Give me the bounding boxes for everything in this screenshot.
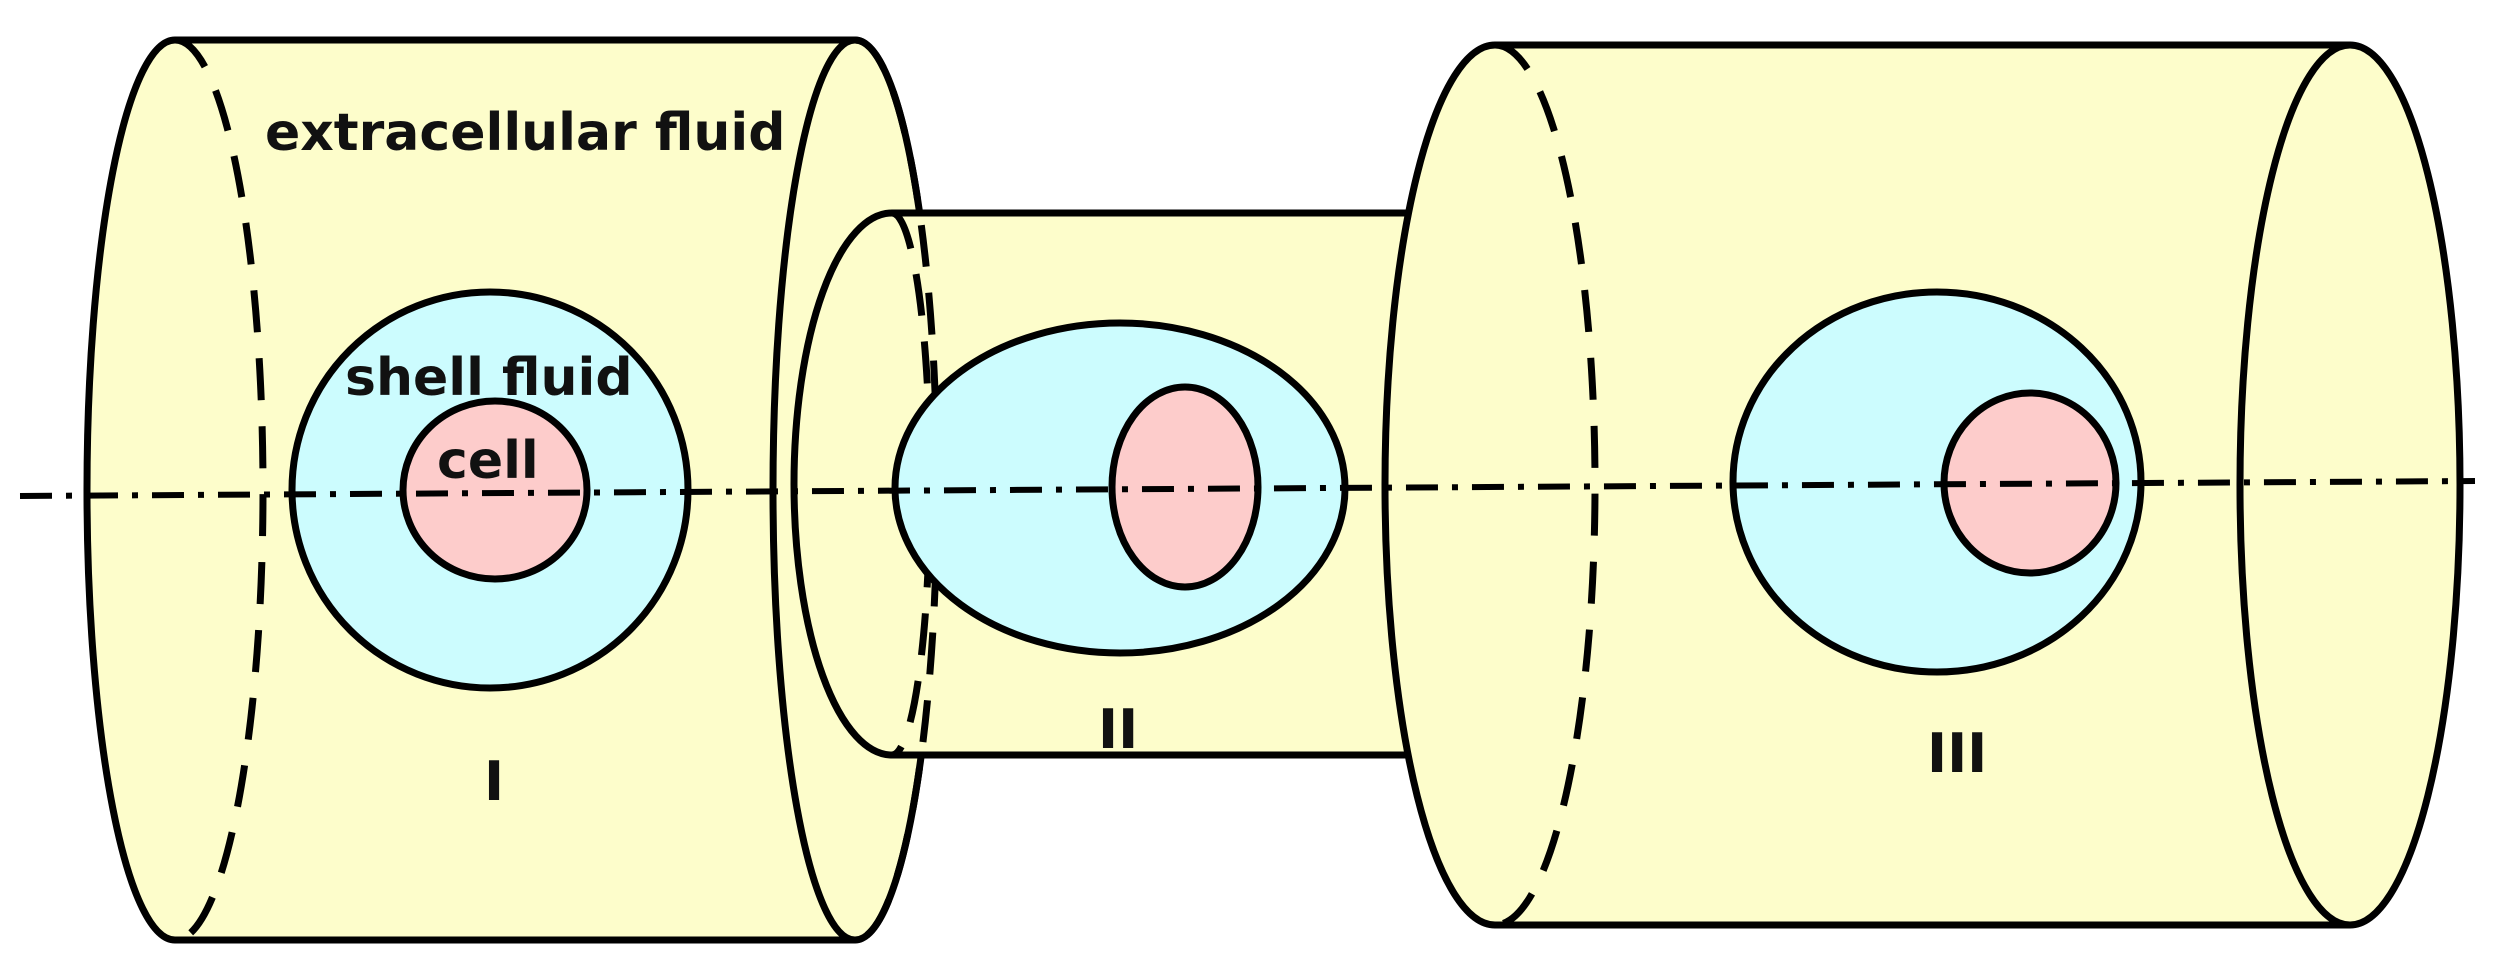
segment-2-label: II <box>1098 698 1138 761</box>
cell-1 <box>399 397 591 583</box>
shell-fluid-label: shell fluid <box>345 348 633 408</box>
segment-1-back-rim <box>174 36 267 944</box>
extracellular-fluid-label: extracellular fluid <box>265 103 785 163</box>
segment-3-back-rim <box>1494 41 1599 929</box>
center-axis <box>19 478 2476 499</box>
segment-1-front-rim-dashed <box>854 36 941 944</box>
segment-3-label: III <box>1927 722 1987 785</box>
droplet-2 <box>891 319 1349 657</box>
segment-1-label: I <box>484 750 504 813</box>
segment-3-front-rim <box>2236 41 2351 929</box>
cell-label: cell <box>437 431 539 491</box>
droplet-1 <box>288 288 692 692</box>
